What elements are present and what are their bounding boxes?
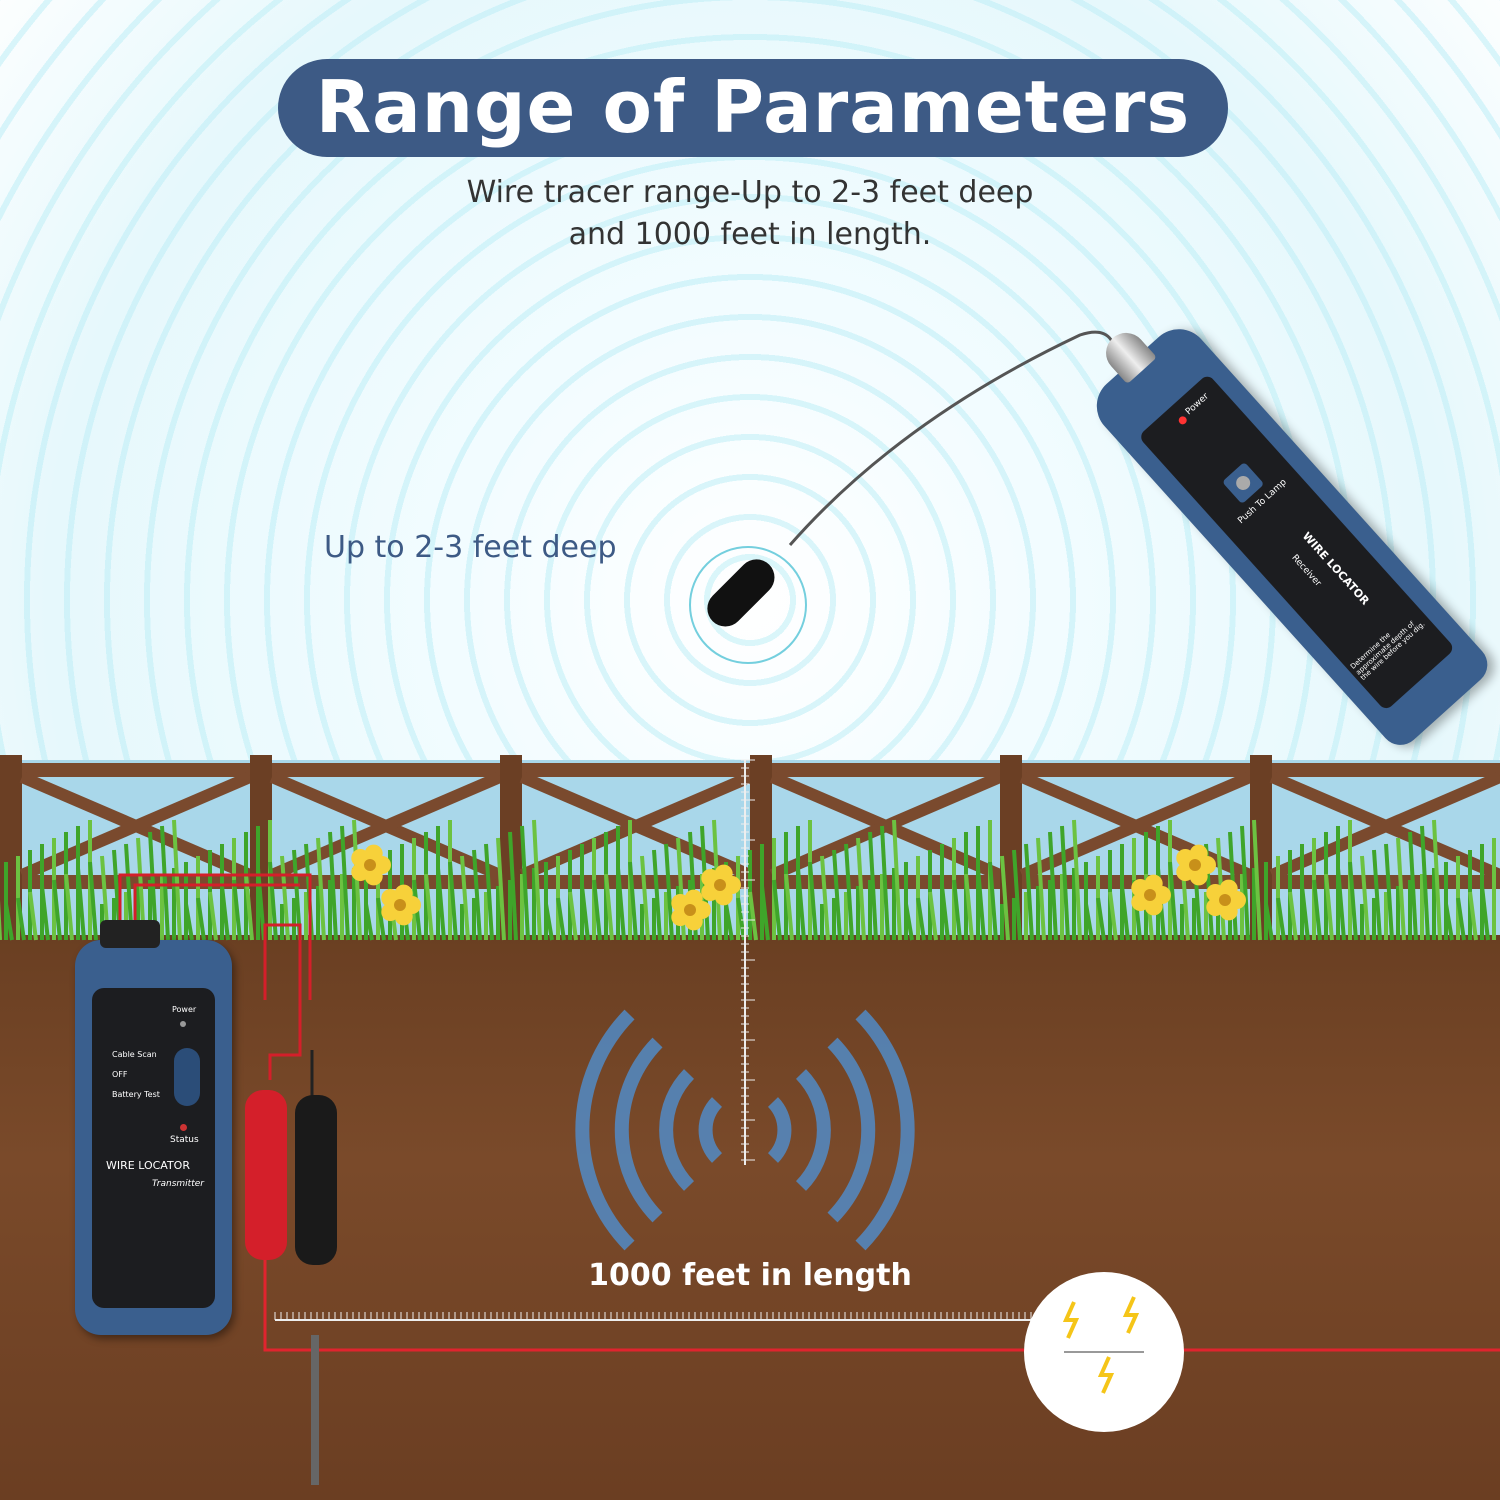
tx-status-label: Status — [170, 1135, 199, 1145]
mode-off-label: OFF — [112, 1070, 128, 1079]
tx-model: Transmitter — [152, 1179, 204, 1189]
tx-power-label: Power — [172, 1005, 197, 1014]
wire-break-indicator — [1024, 1272, 1184, 1432]
length-label: 1000 feet in length — [588, 1258, 912, 1293]
transmitter-device: Power Cable Scan OFF Battery Test Status… — [75, 920, 232, 1335]
transmitter-connector — [100, 920, 160, 948]
transmitter-panel: Power Cable Scan OFF Battery Test Status… — [92, 988, 215, 1308]
mode-cable-scan-label: Cable Scan — [112, 1050, 157, 1059]
subtitle-line-2: and 1000 feet in length. — [568, 217, 932, 252]
mode-slide-switch[interactable] — [174, 1048, 200, 1106]
page-title: Range of Parameters — [278, 59, 1228, 157]
subtitle-line-1: Wire tracer range-Up to 2-3 feet deep — [466, 175, 1034, 210]
subtitle: Wire tracer range-Up to 2-3 feet deep an… — [350, 172, 1150, 256]
probe — [689, 330, 1117, 664]
tx-power-led — [180, 1021, 186, 1027]
depth-label: Up to 2-3 feet deep — [324, 530, 617, 565]
status-led — [180, 1124, 187, 1131]
mode-battery-test-label: Battery Test — [112, 1090, 160, 1099]
tx-brand: WIRE LOCATOR — [106, 1159, 190, 1172]
